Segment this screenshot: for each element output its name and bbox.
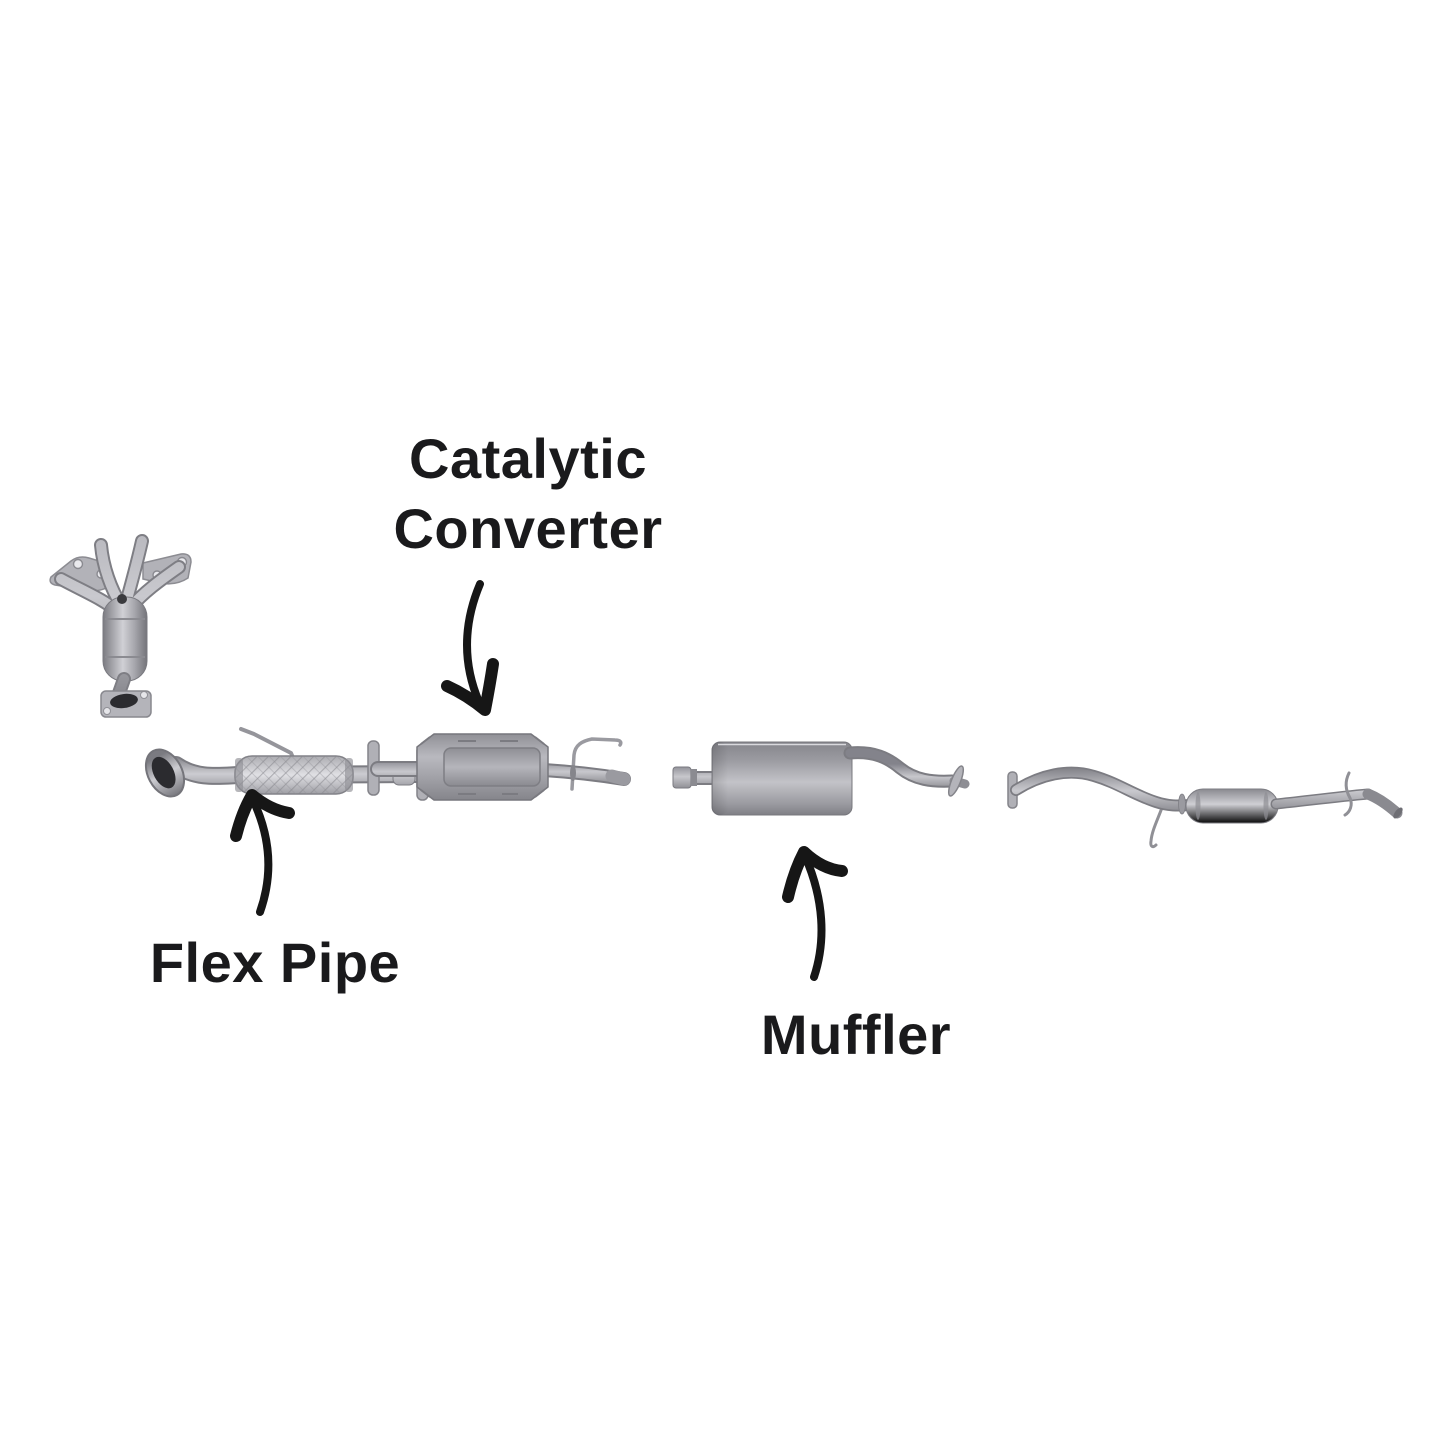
- catalytic-converter-arrow-icon: [441, 580, 499, 716]
- catalytic-converter-shell: [416, 733, 549, 801]
- tailpipe-front-section: [1010, 766, 1196, 812]
- tailpipe-rear-section: [1270, 788, 1403, 819]
- catalytic-converter-label-line2: Converter: [393, 497, 663, 560]
- muffler-inlet-pipe: [672, 766, 721, 789]
- flex-pipe-inlet-bell: [144, 748, 186, 798]
- tailpipe-hanger-rod-front: [1149, 803, 1165, 849]
- exhaust-manifold-image: [49, 534, 192, 718]
- tailpipe-clamp-ring: [1178, 793, 1186, 815]
- catalytic-converter-image: [367, 733, 631, 801]
- muffler-shell: [711, 741, 853, 816]
- tailpipe-tip: [1393, 807, 1403, 819]
- tailpipe-hanger-rod-rear: [1343, 771, 1353, 817]
- resonator-tailpipe-image: [1007, 766, 1403, 849]
- resonator-body: [1185, 788, 1279, 824]
- flex-pipe-braid-section: [234, 755, 354, 795]
- catalytic-converter-clamp-ring: [570, 765, 576, 781]
- catalytic-converter-hanger-rod: [570, 737, 623, 791]
- flex-pipe-label: Flex Pipe: [149, 931, 401, 994]
- oxygen-sensor-port: [117, 594, 127, 604]
- muffler-arrow-icon: [782, 846, 848, 981]
- flex-pipe-arrow-icon: [230, 789, 295, 916]
- muffler-image: [672, 741, 970, 816]
- catalytic-converter-label: Catalytic Converter: [328, 424, 728, 564]
- manifold-cat-body: [102, 594, 148, 682]
- muffler-outlet-flange: [947, 765, 965, 797]
- catalytic-converter-label-line1: Catalytic: [409, 427, 647, 490]
- manifold-outlet: [100, 672, 152, 718]
- muffler-outlet-pipe: [843, 746, 970, 789]
- muffler-label: Muffler: [760, 1003, 952, 1066]
